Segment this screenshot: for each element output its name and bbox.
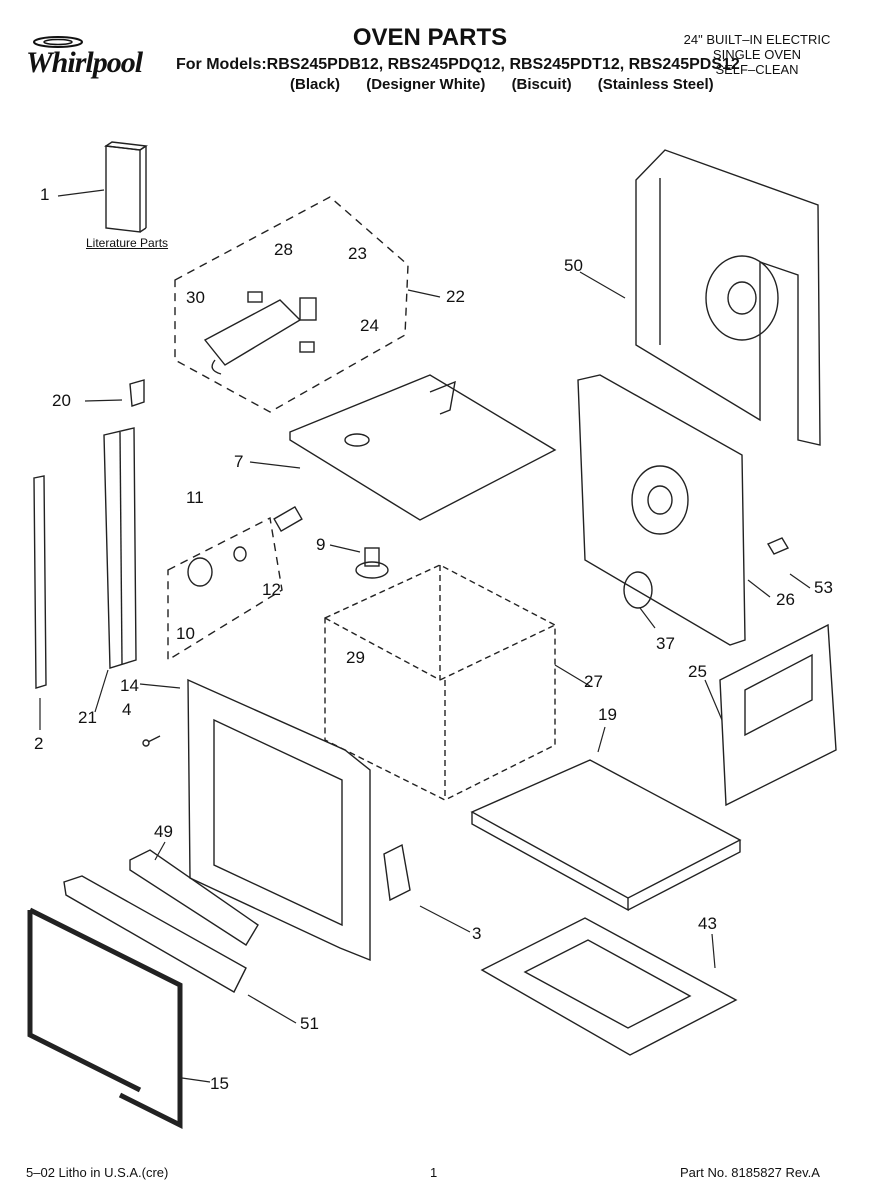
part-front-frame bbox=[187, 678, 371, 962]
color-biscuit: (Biscuit) bbox=[511, 76, 572, 93]
spec-line-2: SINGLE OVEN bbox=[712, 47, 802, 62]
callout-19: 19 bbox=[598, 705, 617, 724]
callout-1: 1 bbox=[40, 185, 50, 204]
part-screw bbox=[142, 735, 161, 747]
part-bottom-tray bbox=[470, 759, 742, 912]
footer-page-number: 1 bbox=[430, 1165, 438, 1180]
part-sensor bbox=[355, 547, 389, 579]
part-literature bbox=[104, 141, 148, 233]
part-clip bbox=[129, 379, 145, 407]
callout-12: 12 bbox=[262, 580, 281, 599]
callout-25: 25 bbox=[688, 662, 707, 681]
color-stainless: (Stainless Steel) bbox=[597, 76, 714, 93]
footer-litho: 5–02 Litho in U.S.A.(cre) bbox=[26, 1165, 169, 1180]
callout-37: 37 bbox=[656, 634, 675, 653]
part-control-assembly bbox=[174, 196, 409, 413]
part-bracket-53 bbox=[766, 537, 790, 555]
leader-lines bbox=[39, 189, 811, 1083]
part-rear-frame bbox=[577, 374, 746, 646]
callout-3: 3 bbox=[472, 924, 482, 943]
callout-2: 2 bbox=[34, 734, 44, 753]
callout-7: 7 bbox=[234, 452, 244, 471]
callout-14: 14 bbox=[120, 676, 139, 695]
callout-51: 51 bbox=[300, 1014, 319, 1033]
oven-spec: 24" BUILT–IN ELECTRIC SINGLE OVEN SELF–C… bbox=[672, 32, 842, 77]
callout-4: 4 bbox=[122, 700, 132, 719]
part-rear-panel bbox=[635, 149, 821, 446]
whirlpool-logo: Whirlpool bbox=[20, 32, 170, 79]
part-top-plate bbox=[289, 374, 557, 521]
callout-43: 43 bbox=[698, 914, 717, 933]
part-lamp-group bbox=[167, 505, 303, 662]
color-designer-white: (Designer White) bbox=[366, 76, 486, 93]
logo-swoosh-icon bbox=[33, 36, 83, 48]
callout-30: 30 bbox=[186, 288, 205, 307]
page-title: OVEN PARTS bbox=[352, 24, 508, 51]
callout-28: 28 bbox=[274, 240, 293, 259]
callout-50: 50 bbox=[564, 256, 583, 275]
part-oven-cavity bbox=[324, 564, 556, 801]
color-black: (Black) bbox=[290, 76, 341, 93]
callout-21: 21 bbox=[78, 708, 97, 727]
model-list: For Models:RBS245PDB12, RBS245PDQ12, RBS… bbox=[176, 56, 740, 73]
part-bottom-pan bbox=[480, 917, 738, 1056]
callout-9: 9 bbox=[316, 535, 326, 554]
callout-15: 15 bbox=[210, 1074, 229, 1093]
callout-20: 20 bbox=[52, 391, 71, 410]
callout-10: 10 bbox=[176, 624, 195, 643]
spec-line-1: 24" BUILT–IN ELECTRIC bbox=[683, 32, 831, 47]
callout-11: 11 bbox=[186, 488, 204, 507]
callout-53: 53 bbox=[814, 578, 833, 597]
footer-part-number: Part No. 8185827 Rev.A bbox=[680, 1165, 820, 1180]
part-gasket-37 bbox=[623, 571, 653, 609]
callout-27: 27 bbox=[584, 672, 603, 691]
part-side-trim bbox=[103, 427, 137, 669]
part-side-panel bbox=[719, 623, 837, 807]
callout-22: 22 bbox=[446, 287, 465, 306]
part-vent-49 bbox=[129, 849, 259, 946]
callout-29: 29 bbox=[346, 648, 365, 667]
callout-24: 24 bbox=[360, 316, 379, 335]
callout-26: 26 bbox=[776, 590, 795, 609]
literature-parts-label: Literature Parts bbox=[86, 236, 169, 250]
callout-49: 49 bbox=[154, 822, 173, 841]
part-front-vent bbox=[63, 875, 247, 993]
brand-name: Whirlpool bbox=[26, 46, 143, 79]
part-hinge-bracket bbox=[383, 843, 411, 902]
part-side-strip bbox=[33, 475, 47, 689]
part-door-gasket bbox=[27, 907, 183, 1130]
color-list: (Black) (Designer White) (Biscuit) (Stai… bbox=[290, 76, 736, 93]
callout-23: 23 bbox=[348, 244, 367, 263]
spec-line-3: SELF–CLEAN bbox=[715, 62, 799, 77]
